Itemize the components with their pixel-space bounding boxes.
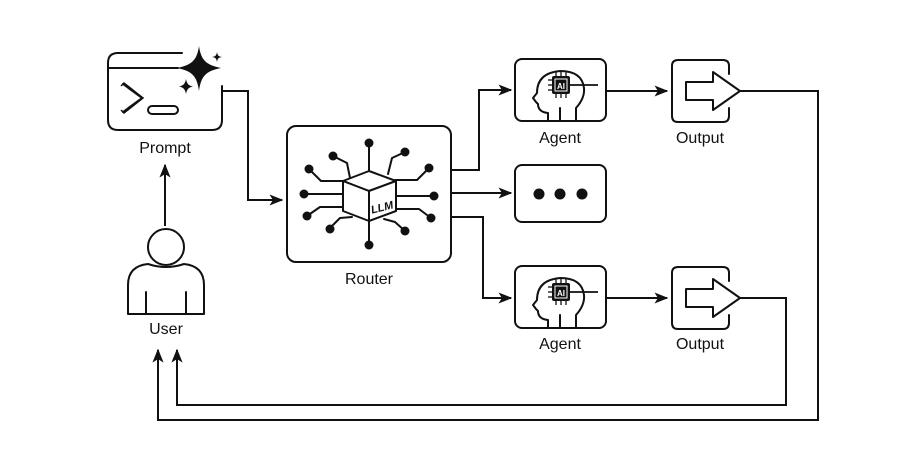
ellipsis-icon [533, 188, 588, 200]
output-label-bottom: Output [676, 336, 725, 353]
more-agents-node [514, 164, 607, 223]
connectors [152, 84, 819, 421]
edge-router-to-agent-bottom [452, 216, 513, 304]
edge-prompt-to-router [222, 90, 284, 206]
ai-head-icon: AI [532, 70, 598, 122]
llm-cube-network-icon: LLM [299, 138, 439, 250]
prompt-label: Prompt [139, 140, 191, 157]
router-node: LLM Router [286, 125, 452, 288]
ai-text: AI [557, 82, 565, 91]
user-label: User [149, 321, 183, 338]
user-node: User [127, 228, 205, 338]
agent-label-bottom: Agent [539, 336, 581, 353]
prompt-node: Prompt [107, 46, 223, 157]
ai-text: AI [557, 289, 565, 298]
ai-head-icon: AI [532, 277, 598, 329]
output-node-top: Output [671, 59, 741, 147]
output-label-top: Output [676, 130, 725, 147]
user-icon [127, 228, 205, 315]
output-node-bottom: Output [671, 266, 741, 353]
terminal-sparkle-icon [107, 46, 223, 131]
arrow-right-icon [685, 71, 741, 111]
agent-node-top: AI Agent [514, 58, 607, 147]
agent-label-top: Agent [539, 130, 581, 147]
router-label: Router [345, 271, 394, 288]
edge-router-to-agent-top [452, 84, 513, 171]
edge-output-bottom-to-user [171, 297, 787, 406]
arrow-right-icon [685, 278, 741, 318]
agent-node-bottom: AI Agent [514, 265, 607, 353]
llm-text: LLM [370, 199, 396, 216]
edge-output-top-to-user [152, 90, 819, 421]
